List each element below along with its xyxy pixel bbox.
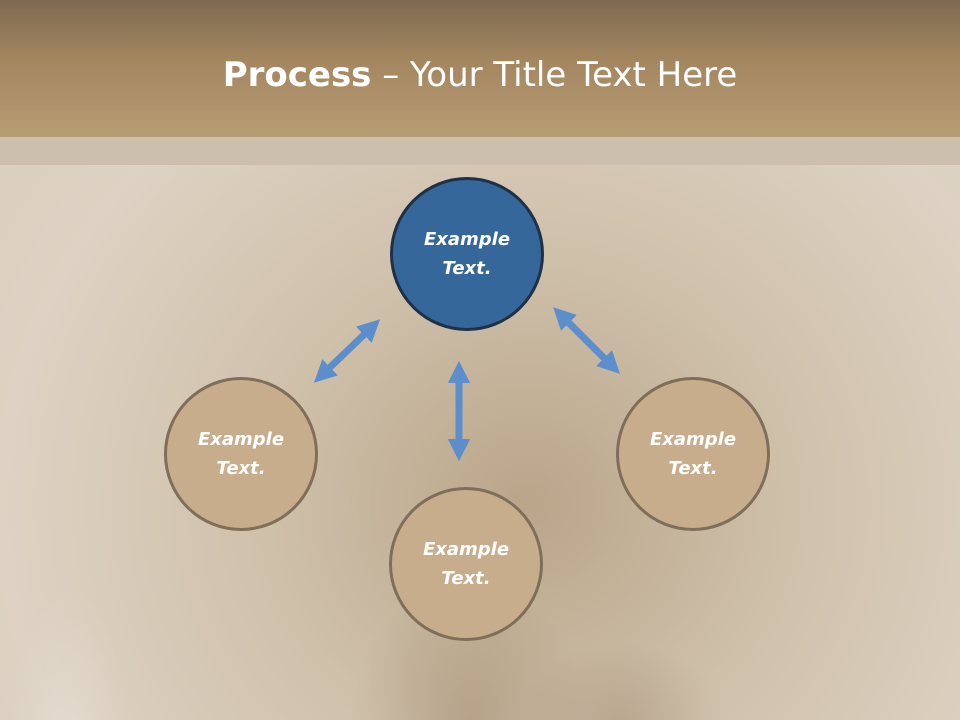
node-left-text: Example Text. xyxy=(197,429,285,479)
title-bold: Process xyxy=(222,55,372,95)
title-rest: – Your Title Text Here xyxy=(371,55,738,95)
node-right: Example Text. xyxy=(616,377,770,531)
node-top: Example Text. xyxy=(390,177,544,331)
slide-title: Process – Your Title Text Here xyxy=(0,54,960,96)
arrow-left-diagonal xyxy=(313,319,381,383)
node-center-text: Example Text. xyxy=(422,539,510,589)
node-center: Example Text. xyxy=(389,487,543,641)
arrow-right-diagonal xyxy=(553,307,620,374)
node-top-text: Example Text. xyxy=(423,229,511,279)
node-right-text: Example Text. xyxy=(649,429,737,479)
header-bar xyxy=(0,0,960,137)
header-band xyxy=(0,137,960,165)
node-left: Example Text. xyxy=(164,377,318,531)
